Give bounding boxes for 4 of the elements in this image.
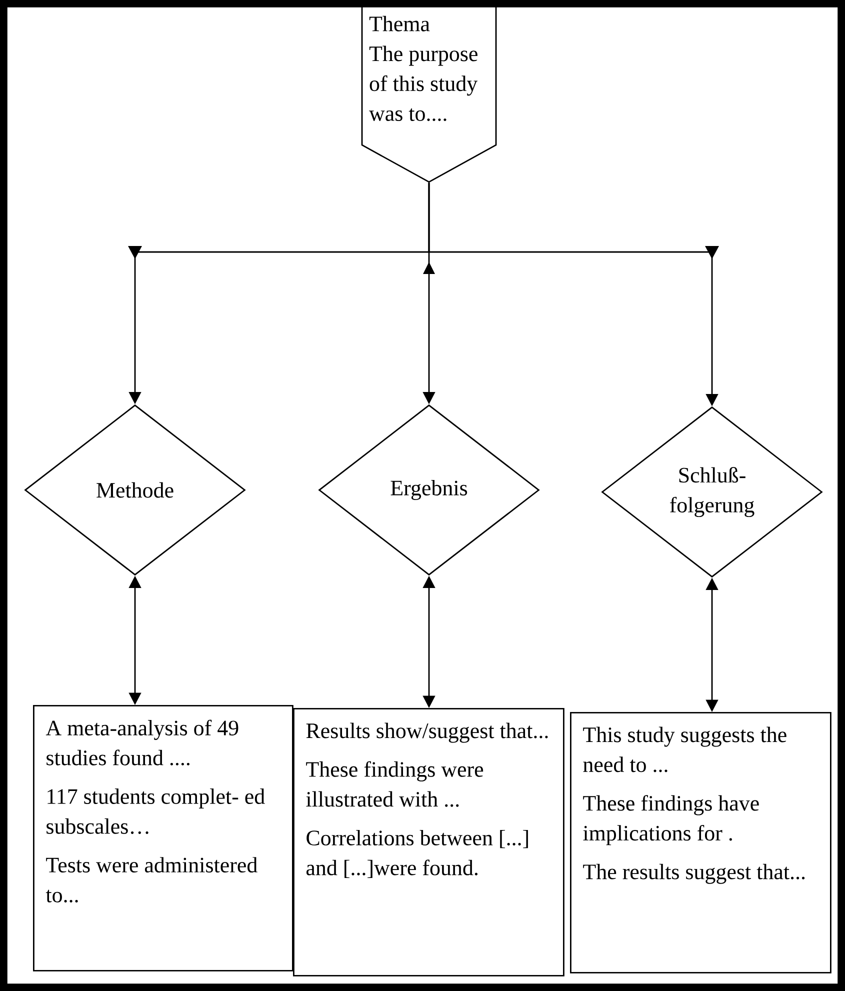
text-box: Results show/suggest that... These findings were illustrated with ... Correlations between [...] and [...]were found.: [293, 708, 564, 976]
text-box: This study suggests the need to ... These findings have implications for . The results suggest that...: [570, 712, 832, 974]
text-box: A meta-analysis of 49 studies found .... 117 students complet- ed subscales… Tests were administered to...: [33, 705, 294, 972]
start-pentagon: Thema The purpose of this study was to....: [361, 4, 497, 183]
